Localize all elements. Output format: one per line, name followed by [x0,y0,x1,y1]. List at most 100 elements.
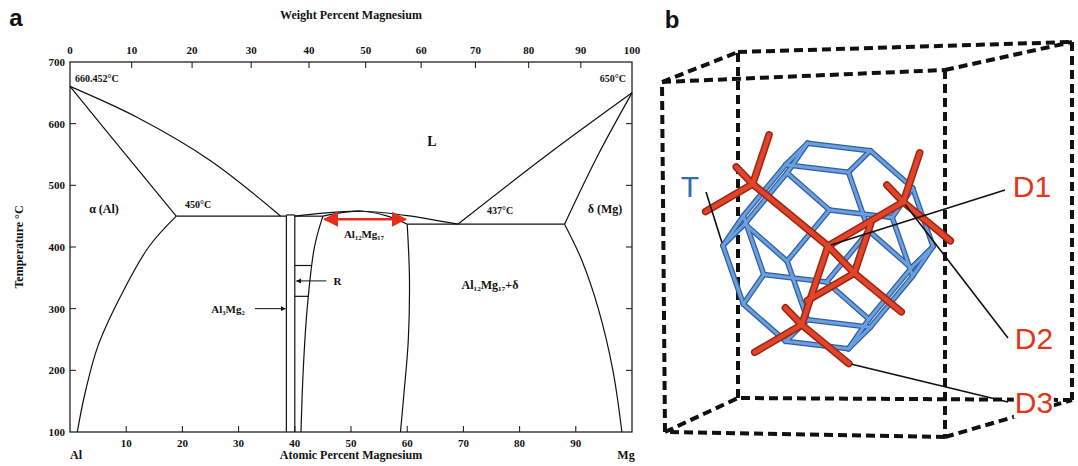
phase-boundary [565,224,622,432]
axis-tick [70,185,76,186]
network-rod [785,308,801,325]
network-rod [802,325,849,364]
axis-tick [182,426,183,432]
phase-boundary [565,93,632,224]
phase-boundary [286,214,294,215]
phase-boundary [400,224,409,432]
network-rod [903,202,950,241]
network-rod [887,185,903,202]
tick-label: 60 [416,44,427,56]
phase-boundary [295,216,323,217]
phase-label: 450°C [184,199,212,210]
axis-tick [475,62,476,68]
cage-edge [892,217,912,276]
axis-tick [575,426,576,432]
panel-letter: b [665,7,680,33]
cage-edge [848,151,870,173]
cage-edge [786,341,849,349]
unit-cell-edge [662,52,738,82]
tick-label: 70 [458,437,469,449]
network-rod [887,185,903,202]
phase-boundary [301,216,323,432]
tick-label: 20 [177,437,188,449]
phase-boundary [295,296,308,297]
cage-edge [743,275,763,305]
structure-label: D3 [1014,386,1054,419]
tick-label: 50 [346,437,357,449]
axis-tick [626,247,632,248]
network-rod [854,273,901,312]
tick-label: 90 [570,437,581,449]
phase-diagram [70,62,632,432]
network-rod [753,135,769,184]
axis-tick [351,426,352,432]
phase-boundary [70,86,281,216]
tick-label: 10 [126,44,137,56]
network-rod [903,153,919,202]
tick-label: 10 [121,437,132,449]
network-rod [736,167,752,184]
axis-tick [238,426,239,432]
leader-line [706,192,722,243]
tick-label: 100 [624,44,641,56]
network-rod [828,246,854,273]
tick-label: 40 [289,437,300,449]
leader-arrow [255,308,285,309]
tick-label: 400 [49,241,66,253]
tick-label: 300 [49,303,66,315]
phase-boundary [176,216,286,217]
network-rod [736,167,752,184]
phase-boundary [70,86,176,216]
network-rod [706,184,753,211]
cage-edge [743,216,763,275]
network-rod [802,246,828,325]
network-rod [753,184,828,246]
unit-cell-edge [662,70,945,82]
axis-tick [528,62,529,68]
cage-edge [848,327,870,349]
axis-tick [626,308,632,309]
leader-line [831,190,1005,245]
unit-cell-edge [665,432,945,437]
cage-edge [808,143,871,151]
phase-boundary [295,265,311,266]
axis-tick [126,426,127,432]
phase-label: L [426,134,437,149]
axis-tick [70,123,76,124]
network-rod [753,184,828,246]
cage-edge [787,173,829,210]
axis-title: Weight Percent Magnesium [280,9,422,22]
network-rod [753,135,769,184]
tick-label: 90 [575,44,586,56]
phase-boundary [407,224,564,225]
cage-edge [786,341,849,349]
network-rod [755,325,802,352]
axis-tick [580,62,581,68]
phase-boundary [286,215,287,432]
unit-cell-edge [738,42,1072,52]
unit-cell-edge [945,42,1072,70]
tick-label: 700 [49,56,66,68]
network-rod [802,325,849,364]
network-rod [903,202,950,241]
panel-letter: a [9,5,22,31]
cage-edge [892,217,912,276]
leader-line [852,364,1008,402]
tick-label: 20 [187,44,198,56]
leader-arrow [296,280,326,281]
cage-edge [808,320,871,328]
phase-boundary [294,215,295,432]
network-rod [802,246,828,325]
network-rod [903,153,919,202]
cage-edge [913,246,933,276]
axis-tick [192,62,193,68]
axis-tick [421,62,422,68]
unit-cell-edge [1070,42,1074,400]
unit-cell-edge [662,82,665,432]
tick-label: 60 [402,437,413,449]
cage-edge [808,143,871,151]
axis-tick [407,426,408,432]
axis-tick [309,62,310,68]
tick-label: 30 [246,44,257,56]
tick-label: 500 [49,179,66,191]
